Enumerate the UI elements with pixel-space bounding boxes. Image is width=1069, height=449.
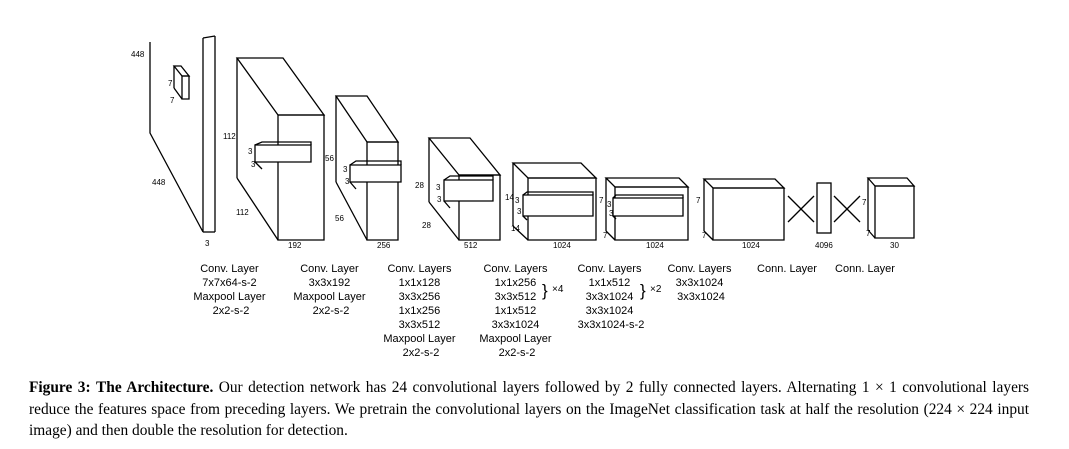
- block-1-height-label: 112: [223, 132, 236, 141]
- layer-spec-5: Conv. Layers 1x1x512 3x3x1024 3x3x1024 3…: [577, 263, 644, 331]
- block-5-width-label: 7: [603, 231, 608, 240]
- input-kernel: [172, 65, 191, 100]
- input-image: 448 448 3 7 7: [131, 35, 216, 248]
- input-channels-label: 3: [205, 239, 210, 248]
- feature-block-5: 7 7 1024 3 3: [599, 177, 690, 250]
- block-4-kernel-h-label: 3: [515, 196, 520, 205]
- output-width-label: 7: [866, 229, 871, 238]
- layer-spec-6: Conv. Layers 3x3x1024 3x3x1024: [667, 263, 734, 303]
- block-4-height-label: 14: [505, 193, 514, 202]
- input-kernel-w-label: 7: [170, 96, 175, 105]
- layer-spec-1: Conv. Layer 7x7x64-s-2 Maxpool Layer 2x2…: [193, 263, 268, 317]
- feature-block-4: 14 14 1024 3 3: [505, 162, 598, 250]
- block-1-kernel-w-label: 3: [251, 160, 256, 169]
- block-5-height-label: 7: [599, 196, 604, 205]
- figure-title: The Architecture.: [96, 379, 214, 396]
- block-3-channels-label: 512: [464, 241, 478, 250]
- block-3-kernel-w-label: 3: [437, 195, 442, 204]
- block-5-kernel-w-label: 3: [609, 209, 614, 218]
- input-height-label: 448: [131, 50, 145, 59]
- input-width-label: 448: [152, 178, 166, 187]
- block-2-height-label: 56: [325, 154, 334, 163]
- block-4-width-label: 14: [511, 224, 520, 233]
- repeat-brace-5: }: [640, 281, 646, 300]
- output-units-label: 30: [890, 241, 899, 250]
- layer-spec-2: Conv. Layer 3x3x192 Maxpool Layer 2x2-s-…: [293, 263, 368, 317]
- block-2-kernel-w-label: 3: [345, 177, 350, 186]
- block-4-kernel-w-label: 3: [517, 207, 522, 216]
- block-3-width-label: 28: [422, 221, 431, 230]
- feature-block-2: 56 56 256 3 3: [325, 95, 402, 250]
- block-3-kernel-h-label: 3: [436, 183, 441, 192]
- block-1-channels-label: 192: [288, 241, 302, 250]
- layer-spec-fc1: Conn. Layer: [757, 263, 817, 275]
- output-tensor: 7 7 30: [862, 177, 916, 250]
- layer-spec-fc2: Conn. Layer: [835, 263, 895, 275]
- layer-spec-4: Conv. Layers 1x1x256 3x3x512 1x1x512 3x3…: [479, 263, 554, 359]
- fc-connection-1: [787, 195, 815, 223]
- block-1-kernel-h-label: 3: [248, 147, 253, 156]
- figure-label: Figure 3:: [29, 379, 91, 396]
- layer-spec-3: Conv. Layers 1x1x128 3x3x256 1x1x256 3x3…: [383, 263, 458, 359]
- feature-block-3: 28 28 512 3 3: [415, 137, 502, 250]
- output-height-label: 7: [862, 198, 867, 207]
- block-6-height-label: 7: [696, 196, 701, 205]
- block-5-channels-label: 1024: [646, 241, 664, 250]
- block-6-width-label: 7: [702, 231, 707, 240]
- figure-caption-text: Our detection network has 24 convolution…: [29, 379, 1030, 439]
- repeat-brace-4: }: [542, 281, 548, 300]
- block-6-channels-label: 1024: [742, 241, 760, 250]
- fc1-units-label: 4096: [815, 241, 833, 250]
- input-kernel-h-label: 7: [168, 79, 173, 88]
- block-5-kernel-h-label: 3: [607, 200, 612, 209]
- repeat-count-5: ×2: [650, 284, 662, 295]
- block-2-width-label: 56: [335, 214, 344, 223]
- architecture-diagram: 448 448 3 7 7 112 112 192 3 3 56 56 256 …: [131, 35, 916, 359]
- feature-block-1: 112 112 192 3 3: [223, 57, 326, 250]
- feature-block-6: 7 7 1024: [696, 178, 786, 250]
- block-4-channels-label: 1024: [553, 241, 571, 250]
- block-3-height-label: 28: [415, 181, 424, 190]
- block-2-kernel-h-label: 3: [343, 165, 348, 174]
- block-2-channels-label: 256: [377, 241, 391, 250]
- fc-layer-4096: 4096: [815, 182, 833, 250]
- block-1-width-label: 112: [236, 208, 249, 217]
- fc-connection-2: [833, 195, 861, 223]
- figure-caption: Figure 3: The Architecture. Our detectio…: [29, 377, 1029, 442]
- repeat-count-4: ×4: [552, 284, 564, 295]
